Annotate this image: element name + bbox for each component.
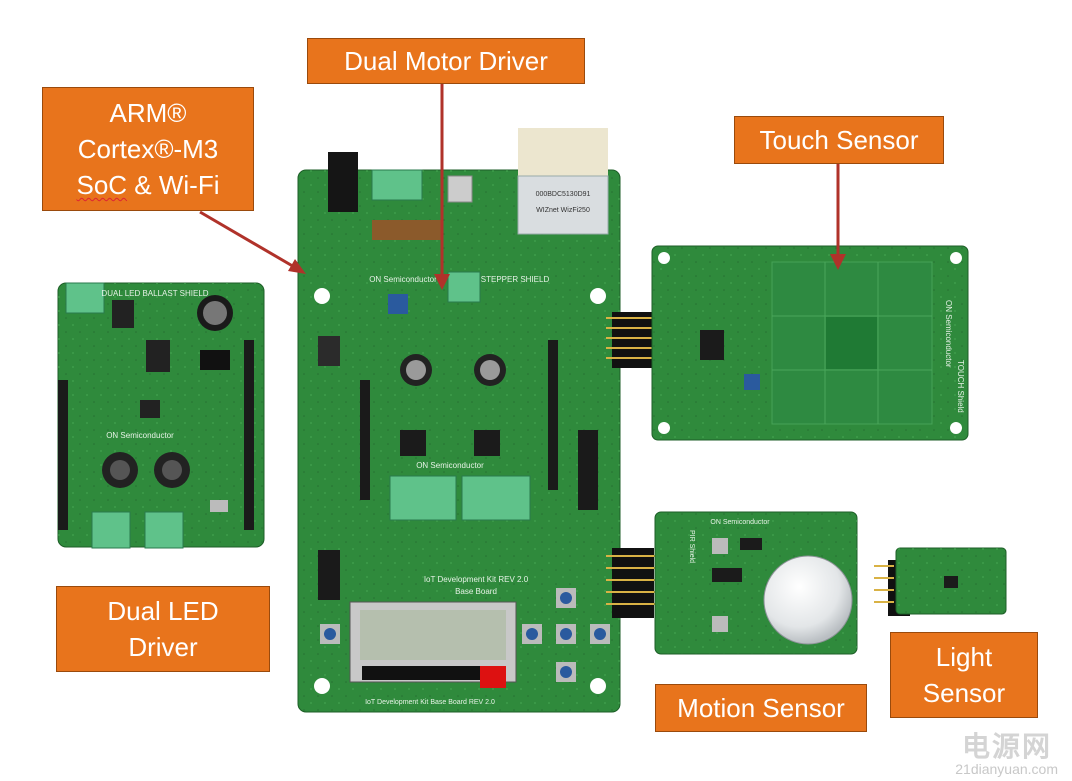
base-title: IoT Development Kit REV 2.0 (424, 575, 529, 584)
light-board (895, 547, 1007, 615)
callout-arrows (199, 82, 846, 290)
touch-sensor-label: Touch Sensor (734, 116, 944, 164)
pir-vendor: ON Semiconductor (710, 519, 770, 526)
dual-led-board: DUAL LED BALLAST SHIELD ON Semiconductor (57, 282, 265, 549)
base-board: 000BDC5130D91 WIZnet WizFi250 ON Semicon… (297, 128, 621, 713)
touch-vendor: ON Semiconductor (944, 300, 953, 368)
motion-board: ON Semiconductor PIR Shield (654, 511, 858, 655)
led-silk: DUAL LED BALLAST SHIELD (101, 289, 208, 298)
pir-silk: PIR Shield (688, 530, 695, 563)
light-sensor-label: Light Sensor (890, 632, 1038, 718)
base-bottom: IoT Development Kit Base Board REV 2.0 (365, 699, 495, 706)
watermark-cn: 电源网 (961, 731, 1052, 762)
stepper-silk: STEPPER SHIELD (481, 275, 550, 284)
led-vendor: ON Semiconductor (106, 431, 174, 440)
touch-board: ON Semiconductor TOUCH Shield (651, 245, 969, 441)
motion-sensor-label: Motion Sensor (655, 684, 867, 732)
arm-cortex-label: ARM® Cortex®-M3 SoC & Wi-Fi (42, 87, 254, 211)
base-sub: Base Board (455, 587, 497, 596)
dual-led-label: Dual LED Driver (56, 586, 270, 672)
base-vendor: ON Semiconductor (369, 275, 437, 284)
base-vendor-2: ON Semiconductor (416, 461, 484, 470)
wifi-brand: WIZnet WizFi250 (536, 207, 590, 214)
dual-motor-label: Dual Motor Driver (307, 38, 585, 84)
watermark: 21dianyuan.com (955, 761, 1058, 777)
wifi-id: 000BDC5130D91 (536, 191, 591, 198)
touch-silk: TOUCH Shield (956, 360, 965, 413)
